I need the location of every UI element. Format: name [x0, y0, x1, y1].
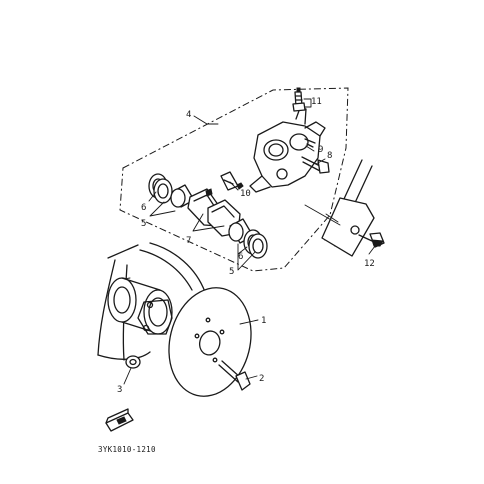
- callout-6-lower: 6: [238, 252, 243, 262]
- caliper-body: [249, 107, 326, 193]
- pad-clip-pin: [304, 138, 316, 148]
- diagram-code: 3YK1010-1210: [98, 445, 156, 454]
- piston-lower: [228, 218, 268, 259]
- leader-lines: [123, 98, 376, 385]
- caliper-assembly-outline: [119, 87, 349, 272]
- callout-7: 7: [186, 236, 191, 246]
- disc-bolt: [218, 360, 251, 391]
- callout-2: 2: [259, 374, 264, 384]
- pin-bolt: [301, 156, 330, 174]
- piston-upper: [148, 173, 195, 208]
- callout-labels: 4 11 9 8 10 6 5 7 6 5 12 1 2 3: [117, 97, 375, 395]
- front-arrow-icon: [105, 408, 134, 432]
- hub-nut: [125, 355, 141, 369]
- pad-spring: [220, 171, 244, 191]
- callout-10: 10: [240, 189, 251, 199]
- bleed-screw: [292, 87, 306, 112]
- callout-11: 11: [311, 97, 322, 107]
- callout-3: 3: [117, 385, 122, 395]
- front-fork-leg: [304, 159, 375, 257]
- callout-5-upper: 5: [141, 219, 146, 229]
- callout-12: 12: [364, 259, 375, 269]
- callout-1: 1: [261, 316, 266, 326]
- wheel-hub: [107, 277, 173, 335]
- callout-5-lower: 5: [229, 267, 234, 277]
- fork-bolt: [358, 232, 385, 248]
- callout-6-upper: 6: [141, 203, 146, 213]
- callout-4: 4: [186, 110, 191, 120]
- callout-8: 8: [327, 151, 332, 161]
- callout-9: 9: [318, 145, 323, 155]
